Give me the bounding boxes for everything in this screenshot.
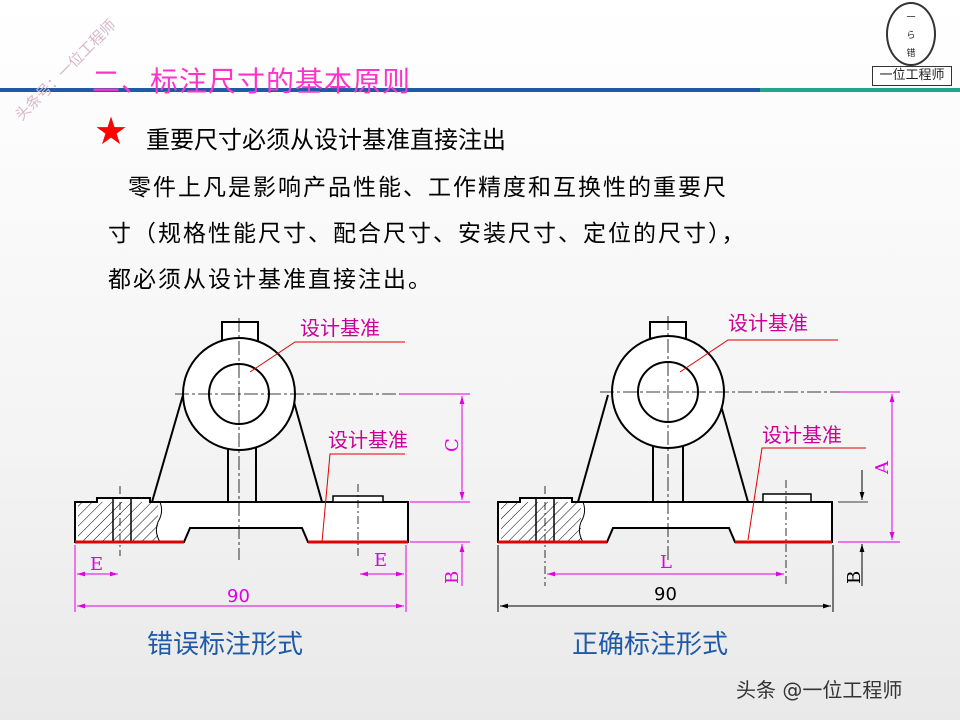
dim-label-b: B <box>442 571 463 584</box>
logo-caption: 一位工程师 <box>872 66 952 86</box>
dim-label-c: C <box>442 438 463 452</box>
dim-label-e: E <box>90 554 103 575</box>
header-rule-blue <box>0 88 760 92</box>
caption-wrong: 错误标注形式 <box>147 630 304 660</box>
header-rule-green <box>760 88 960 92</box>
dim-label-l: L <box>660 552 672 573</box>
paragraph-line: 寸（规格性能尺寸、配合尺寸、安装尺寸、定位的尺寸）， <box>108 221 747 247</box>
datum-label: 设计基准 <box>762 423 842 447</box>
datum-label: 设计基准 <box>328 428 408 452</box>
dimensions-wrong <box>74 393 470 612</box>
logo: 一 ら 错 一位工程师 <box>864 0 956 86</box>
star-icon: ★ <box>94 109 129 153</box>
logo-seal: 一 ら 错 <box>886 2 936 66</box>
caption-correct: 正确标注形式 <box>572 630 729 660</box>
slide-title: 二、标注尺寸的基本原则 <box>92 65 412 98</box>
logo-seal-char: 错 <box>906 49 916 59</box>
bearing-housing-wrong <box>74 318 470 560</box>
dimensions-correct <box>497 391 900 612</box>
paragraph-line: 零件上凡是影响产品性能、工作精度和互换性的重要尺 <box>128 175 728 201</box>
datum-label: 设计基准 <box>300 316 380 340</box>
dim-label-90: 90 <box>227 586 250 607</box>
dim-label-e: E <box>374 550 387 571</box>
datum-label: 设计基准 <box>728 311 808 335</box>
footer-watermark: 头条 @一位工程师 <box>736 678 903 702</box>
paragraph-line: 都必须从设计基准直接注出。 <box>108 267 433 293</box>
section-heading: 重要尺寸必须从设计基准直接注出 <box>146 126 506 154</box>
logo-seal-char: 一 <box>906 13 916 23</box>
bearing-housing-correct <box>497 316 900 586</box>
dim-label-a: A <box>872 460 893 475</box>
dim-label-90: 90 <box>654 584 677 605</box>
logo-seal-char: ら <box>906 31 916 41</box>
dim-label-b: B <box>844 571 865 584</box>
